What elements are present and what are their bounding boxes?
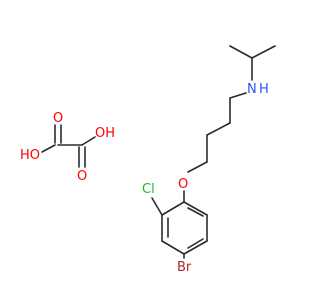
- bond: [183, 240, 208, 255]
- amine-molecule: N H O Cl Br: [142, 45, 276, 275]
- bond: [161, 240, 185, 255]
- bromine-atom: Br: [177, 260, 192, 275]
- bond: [251, 45, 276, 59]
- bond: [81, 136, 96, 146]
- bond: [151, 197, 163, 216]
- oxalic-carbonyl-o-top: O: [53, 111, 63, 126]
- bond: [229, 92, 247, 99]
- oxalic-acid: HO O OH O: [20, 111, 115, 184]
- ether-oxygen: O: [178, 177, 188, 192]
- bond: [229, 45, 253, 59]
- amine-nitrogen: N: [247, 82, 257, 97]
- bond: [187, 161, 208, 173]
- bond: [41, 144, 56, 153]
- molecule-diagram: HO O OH O N H O Cl: [20, 45, 276, 275]
- bond: [187, 238, 204, 249]
- bond: [206, 122, 231, 136]
- amine-hydrogen: H: [259, 82, 269, 97]
- oxalic-hydroxyl-right: OH: [95, 126, 115, 141]
- bond: [183, 201, 208, 216]
- oxalic-carbonyl-o-bottom: O: [77, 169, 87, 184]
- oxalic-hydroxyl-left: HO: [20, 148, 40, 163]
- chlorine-atom: Cl: [142, 182, 155, 197]
- structure-canvas: HO O OH O N H O Cl: [20, 45, 276, 275]
- bond: [161, 201, 185, 216]
- bond: [187, 207, 204, 217]
